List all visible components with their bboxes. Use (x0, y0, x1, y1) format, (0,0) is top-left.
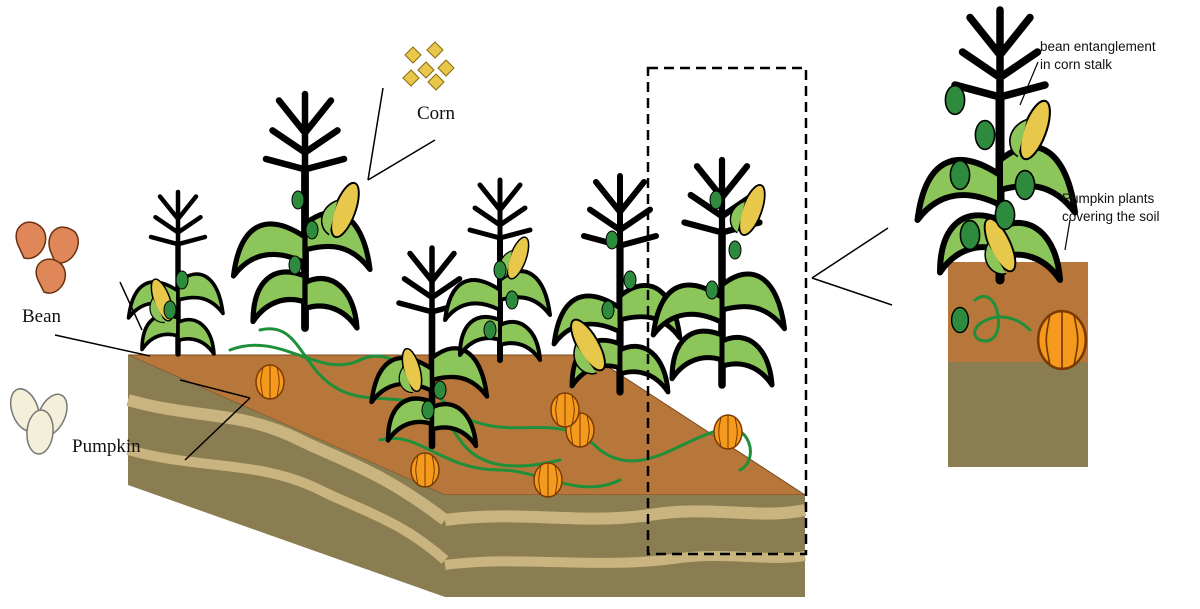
pumpkin-label: Pumpkin (72, 436, 141, 457)
corn-kernels-icon (402, 41, 455, 91)
label-pointer-lines (54, 87, 436, 461)
inset-bean-label-line2: in corn stalk (1040, 57, 1113, 73)
inset-pumpkin-label: Pumpkin plants covering the soil (1062, 190, 1160, 226)
soil-bed (126, 354, 807, 597)
pumpkin-seeds-icon (9, 388, 68, 455)
highlight-box (646, 66, 808, 556)
corn-plant-2 (234, 94, 371, 328)
inset-bean-label-line1: bean entanglement (1040, 39, 1156, 54)
bean-seeds-icon (15, 221, 79, 294)
inset-bean-label: bean entanglement in corn stalk (1040, 38, 1156, 74)
corn-plant-1 (129, 192, 224, 354)
corn-label: Corn (417, 103, 455, 124)
inset-pumpkin-label-line1: Pumpkin plants (1062, 191, 1155, 206)
inset-panel (918, 10, 1088, 467)
inset-pumpkin-label-line2: covering the soil (1062, 209, 1160, 225)
bean-label: Bean (22, 306, 62, 327)
zoom-callout-lines (811, 227, 893, 306)
